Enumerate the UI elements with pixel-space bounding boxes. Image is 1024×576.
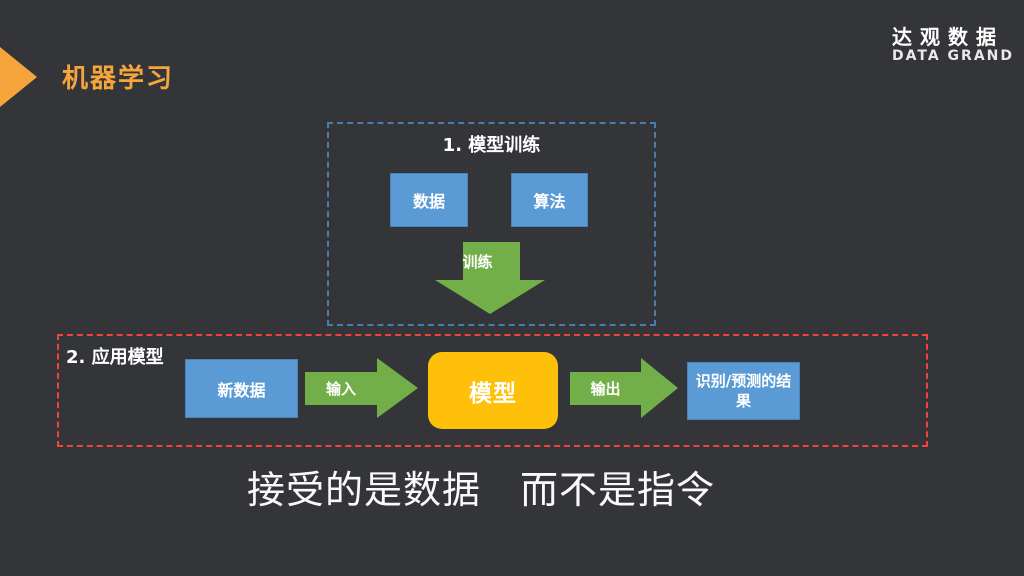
train-arrow-label: 训练 bbox=[462, 253, 493, 271]
output-arrow: 输出 bbox=[570, 358, 679, 418]
new-data-box: 新数据 bbox=[185, 359, 298, 418]
output-arrow-label: 输出 bbox=[590, 380, 621, 398]
training-section-box bbox=[327, 122, 656, 326]
model-box: 模型 bbox=[428, 352, 558, 429]
training-section-label: 1. 模型训练 bbox=[442, 135, 541, 156]
algorithm-box: 算法 bbox=[511, 173, 588, 227]
right-arrow-icon bbox=[305, 358, 418, 418]
input-arrow-label: 输入 bbox=[325, 380, 356, 398]
logo: 达观数据 DATA GRAND bbox=[892, 26, 1014, 63]
apply-section-box bbox=[57, 334, 928, 447]
page-title: 机器学习 bbox=[62, 64, 175, 94]
apply-section-label: 2. 应用模型 bbox=[66, 347, 164, 368]
result-box: 识别/预测的结果 bbox=[687, 362, 800, 420]
title-accent-triangle-icon bbox=[0, 47, 37, 107]
right-arrow-icon bbox=[570, 358, 678, 418]
input-arrow: 输入 bbox=[305, 358, 419, 418]
logo-chinese-name: 达观数据 bbox=[892, 25, 1004, 49]
down-arrow-icon bbox=[435, 242, 545, 314]
logo-english-name: DATA GRAND bbox=[892, 48, 1014, 64]
train-arrow: 训练 bbox=[435, 242, 545, 315]
data-box: 数据 bbox=[390, 173, 468, 227]
caption: 接受的是数据 而不是指令 bbox=[246, 468, 715, 512]
